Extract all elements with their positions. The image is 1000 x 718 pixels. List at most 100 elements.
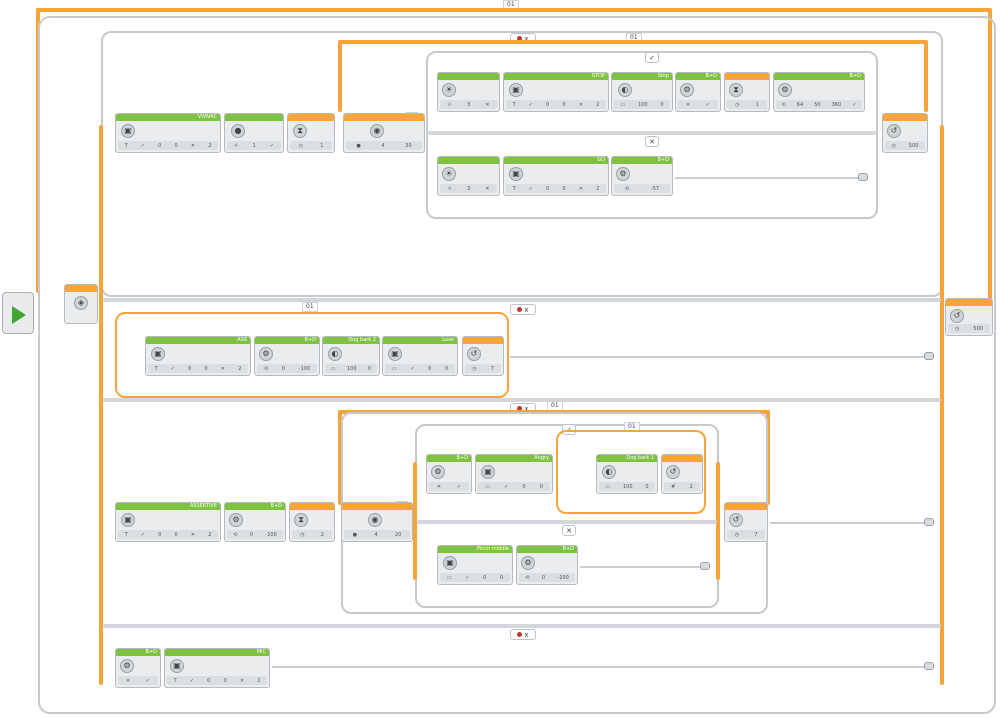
motor-bd-stop-block[interactable]: B+D ⚙ ✕✓ xyxy=(675,72,721,112)
case-false-tab-3[interactable]: ✕ xyxy=(562,525,576,536)
block-title: Dog bark 2 xyxy=(323,337,379,344)
loop-end-wait-500[interactable]: ↺ ◷500 xyxy=(882,113,928,153)
display-icon: ▣ xyxy=(388,347,402,361)
outer-loop-top-wire xyxy=(36,8,992,12)
loop-icon: ↺ xyxy=(729,513,743,527)
motor-icon: ⚙ xyxy=(680,83,694,97)
sequence-wire xyxy=(580,566,708,568)
switch-divider-4 xyxy=(103,624,941,628)
sequence-wire xyxy=(770,522,930,524)
speaker-icon: ◐ xyxy=(602,465,616,479)
block-title: STOP xyxy=(504,73,608,80)
case-false-tab[interactable]: ✕ xyxy=(645,136,659,147)
hourglass-icon: ⧗ xyxy=(293,124,307,138)
block-params: ⟲0-100 xyxy=(519,573,575,582)
block-params: ☼1✓ xyxy=(227,141,281,150)
block-title: VYAVAC xyxy=(116,114,220,121)
block-title: ASSERTIVE xyxy=(116,503,220,510)
block-title: Dog bark 1 xyxy=(597,455,657,462)
nested-switch-3-left-wire xyxy=(413,462,417,580)
motor-bd-mic-stop[interactable]: B+D ⚙ ✕✓ xyxy=(115,648,161,688)
switch-divider-3 xyxy=(103,398,941,402)
motor-bd-ass-block[interactable]: B+D ⚙ ⟲0-100 xyxy=(254,336,320,376)
loop-end-wait-7[interactable]: ↺ ◷7 xyxy=(462,336,504,376)
loop-icon: ↺ xyxy=(887,124,901,138)
motor-icon: ⚙ xyxy=(431,465,445,479)
case-true-tab[interactable]: ✓ xyxy=(645,52,659,63)
motor-bd-go-block[interactable]: B+D ⚙ ⟲-57 xyxy=(611,156,673,196)
nested-switch-3-right-wire xyxy=(716,462,720,580)
wait-block-3[interactable]: ⧗ ◷2 xyxy=(289,502,335,542)
color-sensor-icon: ● xyxy=(231,124,245,138)
motor-icon: ⚙ xyxy=(521,556,535,570)
outer-loop-end-block[interactable]: ↺ ◷500 xyxy=(945,298,993,336)
block-params: ☼3✕ xyxy=(440,184,497,193)
main-loop-frame xyxy=(38,16,996,714)
loop-end-count-2[interactable]: ↺ #2 xyxy=(661,454,703,494)
play-icon xyxy=(12,306,26,324)
display-icon: ▣ xyxy=(509,167,523,181)
loop-icon: ↺ xyxy=(666,465,680,479)
block-title: Stop xyxy=(612,73,672,80)
switch-4-tab[interactable]: x xyxy=(510,629,536,640)
case-true-tab-3[interactable]: ✓ xyxy=(562,424,576,435)
block-params: ⟲-57 xyxy=(614,184,670,193)
loop-icon: ↺ xyxy=(467,347,481,361)
block-params: ◷500 xyxy=(948,324,990,333)
color-light-green-block[interactable]: ☀ ☼3✕ xyxy=(437,156,500,196)
motor-icon: ⚙ xyxy=(259,347,273,361)
switch-2-tab[interactable]: x xyxy=(510,304,536,315)
motor-bd-pinch-block[interactable]: B+D ⚙ ⟲0-100 xyxy=(516,545,578,585)
color-sensor-block[interactable]: ● ☼1✓ xyxy=(224,113,284,153)
motor-bd-angry-stop[interactable]: B+D ⚙ ✕✓ xyxy=(426,454,472,494)
block-title: Pinch middle xyxy=(438,546,512,553)
outer-loop-right-wire xyxy=(988,8,992,303)
display-icon: ▣ xyxy=(121,124,135,138)
block-title: B+D xyxy=(116,649,160,656)
block-title: GO xyxy=(504,157,608,164)
block-title: B+D xyxy=(612,157,672,164)
motor-icon: ⚙ xyxy=(229,513,243,527)
speaker-icon: ◐ xyxy=(328,347,342,361)
wait-block-2[interactable]: ⧗ ◷1 xyxy=(724,72,770,112)
wire-plug xyxy=(924,662,934,670)
display-icon: ▣ xyxy=(121,513,135,527)
switch-divider-2 xyxy=(103,298,941,302)
light-icon: ☀ xyxy=(442,83,456,97)
motor-icon: ⚙ xyxy=(616,167,630,181)
loop-end-wait-7b[interactable]: ↺ ◷7 xyxy=(724,502,768,542)
brick-button-block[interactable]: ◈ xyxy=(64,284,98,324)
motor-bd-assertive-block[interactable]: B+D ⚙ ⟲0-100 xyxy=(224,502,286,542)
block-params: ☼3✕ xyxy=(440,100,497,109)
inner-loop-3-left xyxy=(338,410,342,505)
start-block[interactable] xyxy=(2,292,34,334)
switch-right-wire xyxy=(940,125,944,685)
case-divider xyxy=(428,131,876,135)
sequence-wire xyxy=(272,666,930,668)
color-light-red-block[interactable]: ☀ ☼3✕ xyxy=(437,72,500,112)
wait-block-1[interactable]: ⧗ ◷1 xyxy=(287,113,335,153)
